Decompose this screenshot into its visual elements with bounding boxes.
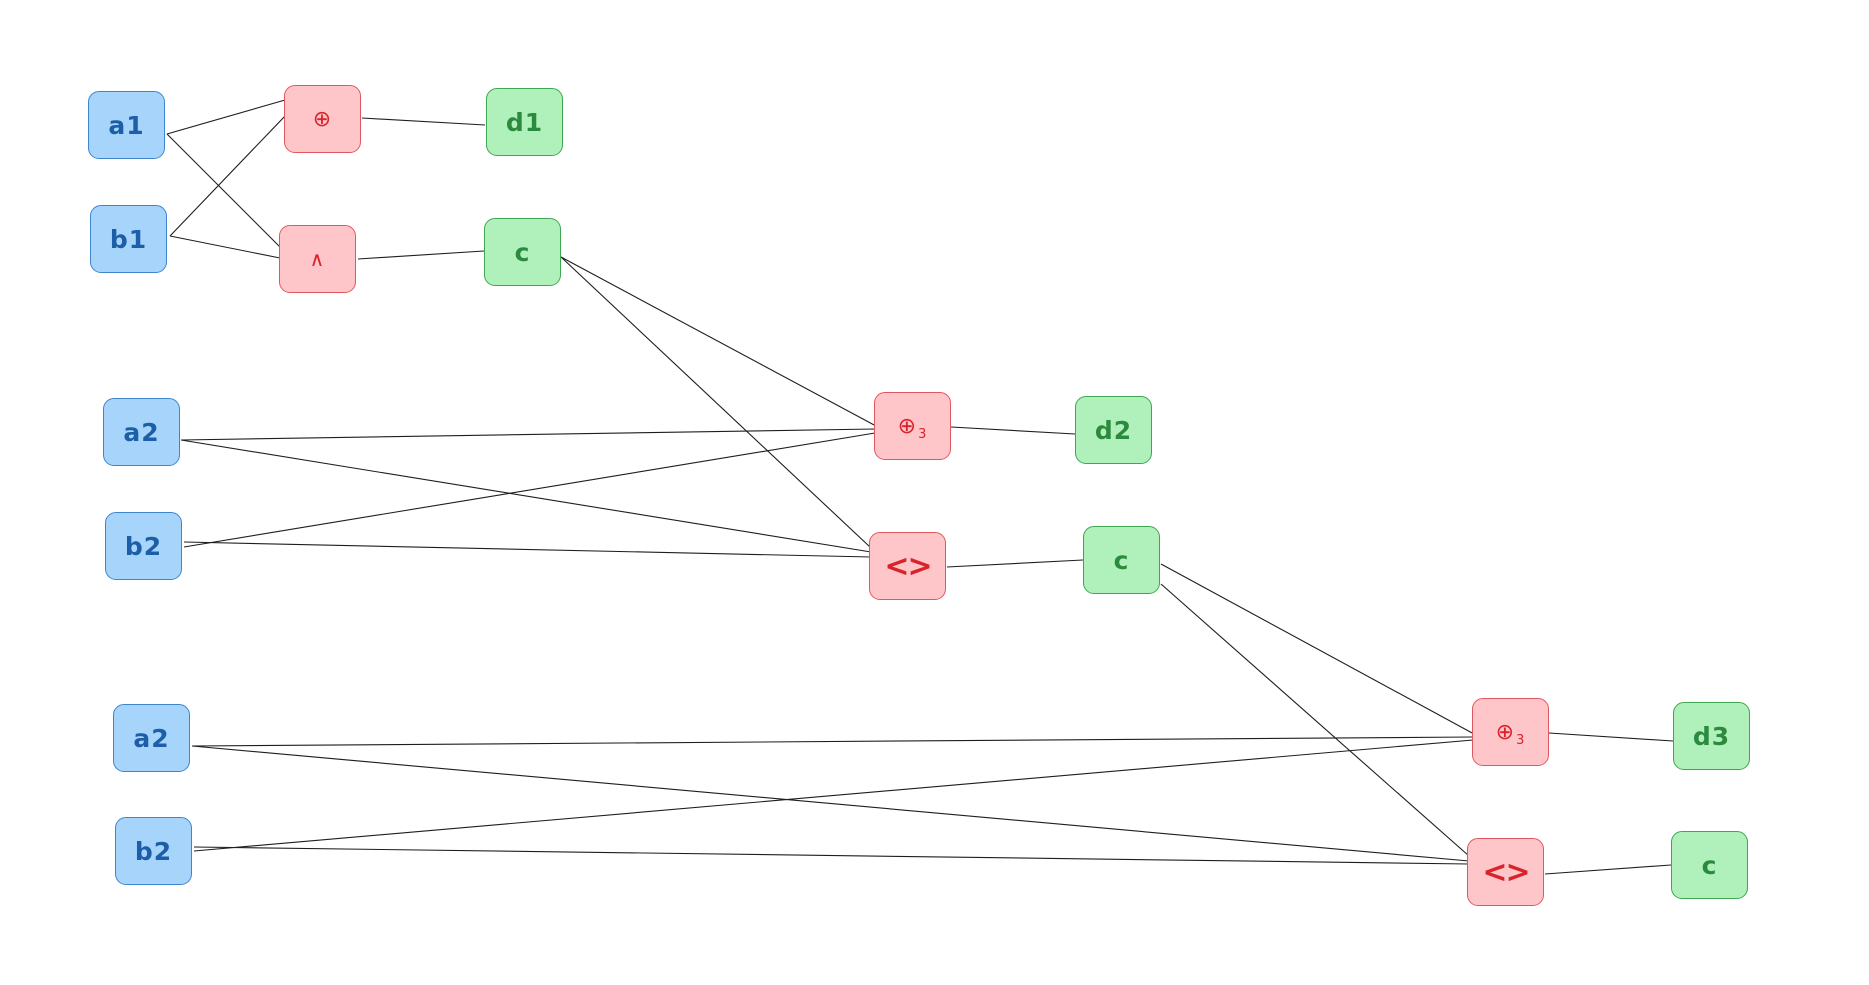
edge-b2-xor3-2 xyxy=(183,432,876,548)
edge-xor1-d1 xyxy=(361,117,486,126)
output-d1[interactable]: d1 xyxy=(486,88,563,156)
output-carry-1[interactable]: c xyxy=(484,218,561,286)
edge-c2-maj3 xyxy=(1160,583,1470,857)
edge-c2-xor3-3 xyxy=(1160,563,1475,735)
edge-xor3-2-d2 xyxy=(950,426,1076,435)
xor-gate-1[interactable]: ⊕ xyxy=(284,85,361,153)
xor3-gate-3-subscript: 3 xyxy=(1516,732,1526,748)
majority-gate-3-symbol: <> xyxy=(1482,854,1530,890)
output-carry-3-label: c xyxy=(1701,850,1718,880)
edge-a2-maj2 xyxy=(180,439,872,553)
output-carry-2[interactable]: c xyxy=(1083,526,1160,594)
input-a1-label: a1 xyxy=(108,110,145,140)
edge-a2-xor3-3 xyxy=(191,736,1474,747)
input-b2-stage3[interactable]: b2 xyxy=(115,817,192,885)
majority-gate-3[interactable]: <> xyxy=(1467,838,1544,906)
edge-and1-c1 xyxy=(357,250,485,260)
xor3-gate-3[interactable]: ⊕3 xyxy=(1472,698,1549,766)
output-d2[interactable]: d2 xyxy=(1075,396,1152,464)
xor3-gate-3-symbol: ⊕ xyxy=(1495,719,1516,745)
input-b1-label: b1 xyxy=(109,224,148,254)
edge-a2-xor3-2 xyxy=(180,428,876,441)
xor-gate-1-symbol: ⊕ xyxy=(312,106,333,132)
xor3-gate-2[interactable]: ⊕3 xyxy=(874,392,951,460)
edge-c1-maj2 xyxy=(560,256,871,548)
output-d2-label: d2 xyxy=(1094,415,1133,445)
xor3-gate-2-subscript: 3 xyxy=(918,426,928,442)
input-a2-stage2-label: a2 xyxy=(123,417,160,447)
majority-gate-2[interactable]: <> xyxy=(869,532,946,600)
input-b2-stage3-label: b2 xyxy=(134,836,173,866)
edge-b1-and1 xyxy=(169,235,281,259)
edge-b2-maj2 xyxy=(183,541,872,558)
edge-a2-maj3 xyxy=(191,745,1470,862)
and-gate-1-symbol: ∧ xyxy=(309,247,326,271)
edge-b2-xor3-3 xyxy=(193,739,1474,852)
edge-a1-xor1 xyxy=(166,99,286,135)
output-carry-2-label: c xyxy=(1113,545,1130,575)
edge-maj3-c3 xyxy=(1544,864,1672,875)
output-carry-1-label: c xyxy=(514,237,531,267)
edge-a1-and1 xyxy=(166,133,281,248)
majority-gate-2-symbol: <> xyxy=(884,548,932,584)
output-carry-3[interactable]: c xyxy=(1671,831,1748,899)
input-a2-stage2[interactable]: a2 xyxy=(103,398,180,466)
input-a2-stage3-label: a2 xyxy=(133,723,170,753)
output-d1-label: d1 xyxy=(505,107,544,137)
output-d3[interactable]: d3 xyxy=(1673,702,1750,770)
edge-maj2-c2 xyxy=(946,559,1084,568)
input-b2-stage2[interactable]: b2 xyxy=(105,512,182,580)
input-a2-stage3[interactable]: a2 xyxy=(113,704,190,772)
edge-b1-xor1 xyxy=(169,114,287,237)
input-b1[interactable]: b1 xyxy=(90,205,167,273)
edge-c1-xor3-2 xyxy=(560,256,877,427)
xor3-gate-2-symbol: ⊕ xyxy=(897,413,918,439)
output-d3-label: d3 xyxy=(1692,721,1731,751)
and-gate-1[interactable]: ∧ xyxy=(279,225,356,293)
input-a1[interactable]: a1 xyxy=(88,91,165,159)
edge-b2-maj3 xyxy=(193,846,1470,865)
edge-xor3-3-d3 xyxy=(1548,732,1674,742)
input-b2-stage2-label: b2 xyxy=(124,531,163,561)
